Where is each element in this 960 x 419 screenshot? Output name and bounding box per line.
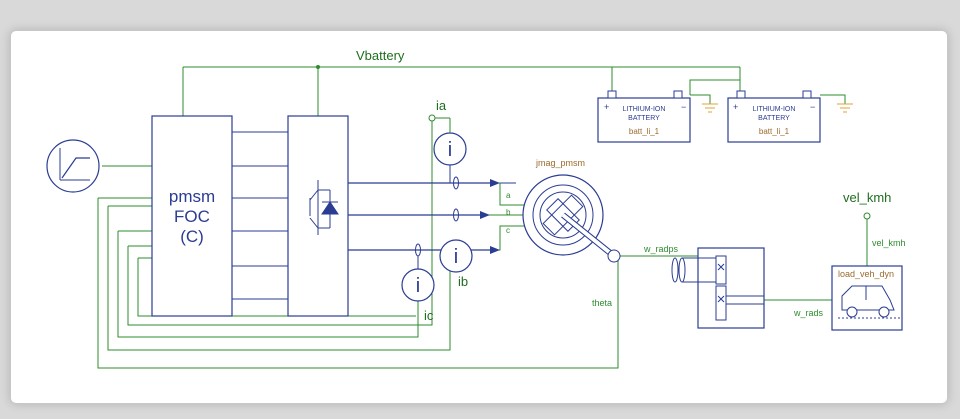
ground-icon [702, 103, 718, 113]
phase-arrows [480, 179, 500, 254]
battery-1-name: batt_li_1 [629, 127, 660, 136]
ib-label: ib [458, 274, 468, 289]
current-sensor-icon: i [448, 139, 452, 161]
current-sensor-icon: i [454, 246, 458, 268]
phase-outputs [348, 182, 490, 251]
battery-2[interactable]: + − LITHIUM-ION BATTERY batt_li_1 [727, 90, 821, 143]
vel-kmh-title: vel_kmh [843, 190, 891, 205]
inverter-switch-icon [309, 180, 339, 235]
controller-block[interactable]: pmsm FOC (C) [151, 115, 233, 317]
ground-icon [837, 103, 853, 113]
wire-ground-2[interactable] [820, 94, 846, 104]
current-sensor-icon: i [416, 275, 420, 297]
wire-feedback-ia[interactable] [107, 205, 451, 351]
controller-label-2: FOC [174, 207, 210, 226]
wire-feedback-outer[interactable] [97, 197, 619, 369]
battery-2-name: batt_li_1 [759, 127, 790, 136]
wire-feedback-ic[interactable] [127, 118, 433, 326]
shaft-rings [671, 257, 698, 283]
vehicle-name-label: load_veh_dyn [838, 269, 894, 279]
wire-battery-link[interactable] [689, 79, 740, 95]
w-rads-label: w_rads [793, 308, 824, 318]
gearbox-icon[interactable] [697, 247, 765, 329]
ic-label: ic [424, 308, 434, 323]
battery-2-type-2: BATTERY [758, 115, 790, 122]
ia-label: ia [436, 98, 447, 113]
vbus-junction [316, 65, 320, 69]
battery-1-plus: + [604, 102, 609, 112]
battery-1-type-2: BATTERY [628, 115, 660, 122]
vbattery-label: Vbattery [356, 48, 405, 63]
w-radps-label: w_radps [643, 244, 679, 254]
phase-a-label: a [506, 191, 511, 200]
battery-1-type-1: LITHIUM-ION [623, 106, 666, 113]
current-sensor-ic[interactable]: i [401, 256, 435, 302]
battery-1-minus: − [681, 102, 686, 112]
gate-signal-wires [232, 131, 288, 300]
wire-ground-1[interactable] [690, 94, 711, 104]
ramp-source-icon[interactable] [46, 139, 100, 193]
phase-c-label: c [506, 226, 510, 235]
wire-feedback-ib[interactable] [117, 230, 419, 338]
theta-label: theta [592, 298, 612, 308]
controller-label-1: pmsm [169, 187, 215, 206]
ia-pin[interactable] [428, 114, 436, 122]
battery-2-type-1: LITHIUM-ION [753, 106, 796, 113]
motor-name-label: jmag_pmsm [535, 158, 585, 168]
wire-phase-c-end[interactable] [498, 225, 526, 251]
controller-label-3: (C) [180, 227, 204, 246]
battery-2-plus: + [733, 102, 738, 112]
battery-1[interactable]: + − LITHIUM-ION BATTERY batt_li_1 [597, 90, 691, 143]
vehicle-icon [838, 285, 902, 319]
wire-phase-a-end[interactable] [498, 182, 526, 206]
motor-icon[interactable] [522, 174, 621, 263]
vel-kmh-pin-label: vel_kmh [872, 238, 906, 248]
battery-2-minus: − [810, 102, 815, 112]
vehicle-load-block[interactable] [831, 265, 903, 331]
schematic-canvas: Vbattery pmsm FOC (C) [46, 48, 906, 369]
current-sensor-ib[interactable]: i [439, 239, 473, 273]
inverter-block[interactable] [287, 115, 349, 317]
vel-kmh-pin[interactable] [863, 212, 871, 220]
current-sensor-ia[interactable]: i [433, 132, 467, 183]
phase-b-label: b [506, 208, 511, 217]
